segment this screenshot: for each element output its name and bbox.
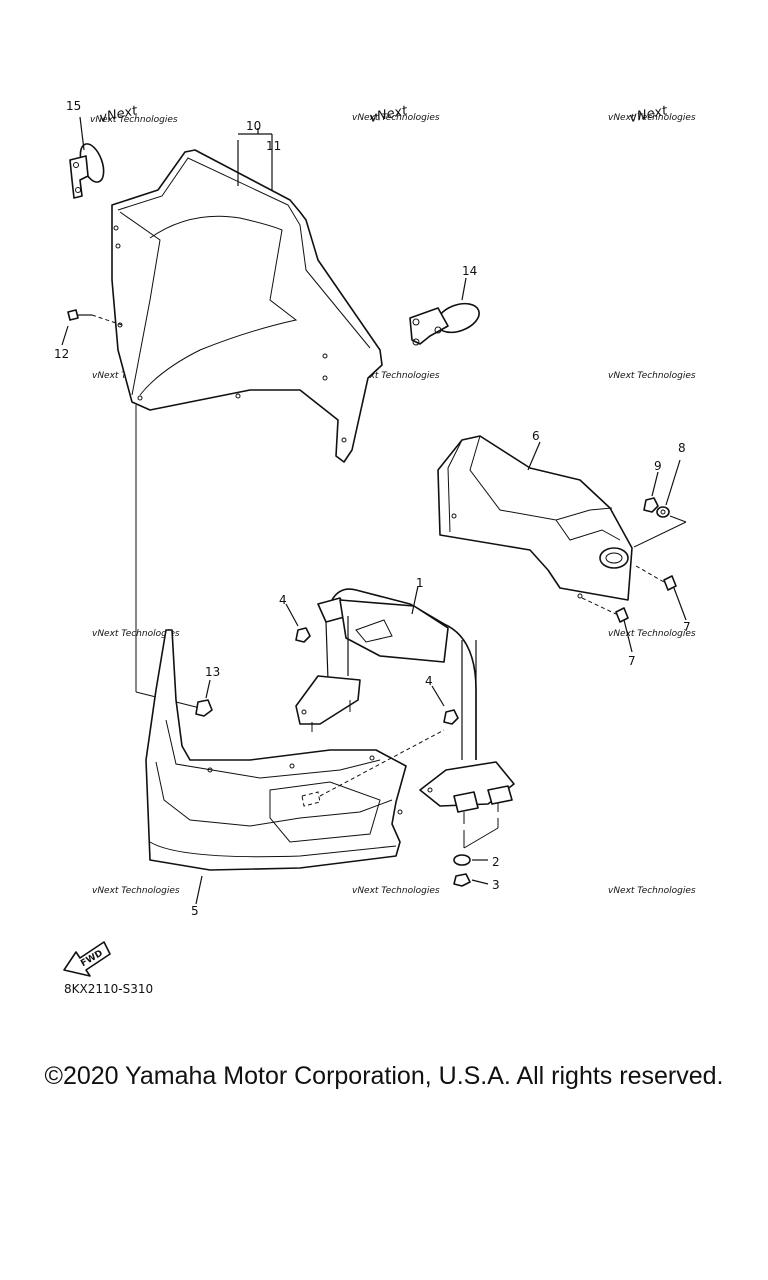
callout-10: 10 [246,119,261,133]
callout-8: 8 [678,441,686,455]
lower-cowl-part [145,629,445,905]
watermark: vNext Technologies [352,371,440,381]
washer-8-part [633,459,687,548]
callout-14: 14 [462,264,477,278]
callout-7: 7 [683,620,691,634]
mirror-right-part [409,277,480,346]
washer-2-part [453,854,488,866]
callout-11: 11 [266,139,281,153]
callout-1: 1 [416,576,424,590]
screw-12-part [61,309,123,346]
callout-15: 15 [66,99,81,113]
watermark: vNext Technologies [352,886,440,896]
watermark: vNext Technologies [608,113,696,123]
callout-13: 13 [205,665,220,679]
fwd-arrow-icon: FWD [63,941,111,977]
callout-12: 12 [54,347,69,361]
callout-labels: 15 10 11 12 14 6 9 8 1 4 7 7 13 4 2 3 5 [54,99,691,918]
mirror-left-part [69,116,105,199]
watermark: vNext Technologies [352,113,440,123]
watermark: vNext Technologies [92,886,180,896]
screw-7-part [581,565,687,653]
diagram-code: 8KX2110-S310 [64,982,153,996]
meter-cover-part [437,435,633,601]
callout-6: 6 [532,429,540,443]
callout-3: 3 [492,878,500,892]
nut-3-part [453,873,489,887]
callout-5: 5 [191,904,199,918]
callout-4: 4 [425,674,433,688]
callout-9: 9 [654,459,662,473]
grommet-13-part [195,679,213,717]
callout-7: 7 [628,654,636,668]
nut-4-part [285,603,459,725]
nut-9-part [643,471,659,513]
windscreen-part [111,128,383,463]
watermark: vNext Technologies [608,629,696,639]
callout-4: 4 [279,593,287,607]
callout-2: 2 [492,855,500,869]
watermark: vNext Technologies [608,886,696,896]
watermark: vNext Technologies [90,115,178,125]
copyright-notice: ©2020 Yamaha Motor Corporation, U.S.A. A… [44,1062,724,1090]
bracket-part [295,585,515,849]
watermark: vNext Technologies [608,371,696,381]
